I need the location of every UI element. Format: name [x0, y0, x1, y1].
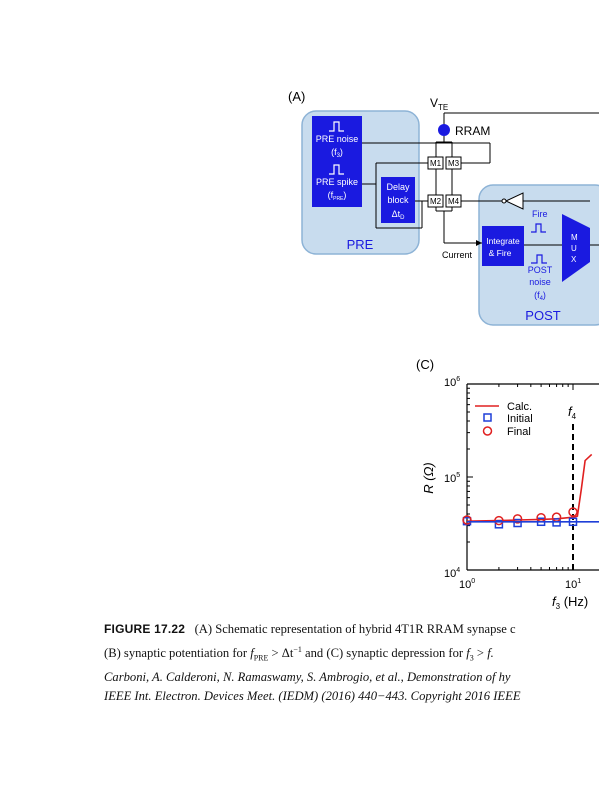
- m3-label: M3: [448, 159, 460, 168]
- rram-element: [438, 124, 450, 136]
- fire-label: Fire: [532, 209, 548, 219]
- caption-text-1: (A) Schematic representation of hybrid 4…: [194, 622, 516, 636]
- pre-spike-freq: (fPRE): [328, 190, 347, 202]
- caption-line-4: IEEE Int. Electron. Devices Meet. (IEDM)…: [104, 689, 521, 704]
- pre-spike-label: PRE spike: [316, 177, 358, 187]
- legend-label-initial: Initial: [507, 413, 533, 425]
- pre-noise-freq: (f3): [331, 147, 343, 159]
- y-axis-label: R (Ω): [421, 462, 436, 494]
- integrate-fire-block: [482, 226, 524, 266]
- data-point-initial: [513, 518, 522, 528]
- fire-pulse-icon: [531, 223, 546, 233]
- inverter-bubble: [501, 198, 507, 204]
- chart-figure: (C) R (Ω) 106 105 104 100 101 f3 (Hz) f4…: [416, 357, 599, 611]
- inverter-icon: [504, 192, 524, 210]
- delay-label-1: Delay: [386, 182, 410, 192]
- post-label: POST: [525, 308, 560, 323]
- delay-block: [381, 177, 415, 223]
- y-tick-label: 104: [444, 567, 460, 580]
- post-noise-pulse-icon: [531, 254, 547, 264]
- data-point-final: [551, 512, 562, 522]
- pre-noise-label: PRE noise: [316, 134, 359, 144]
- delay-label-2: block: [387, 195, 409, 205]
- current-label: Current: [442, 250, 473, 260]
- mux-letter-m: M: [571, 233, 578, 242]
- caption-figure-label: FIGURE 17.22: [104, 622, 186, 636]
- data-point-final: [462, 515, 472, 525]
- pulse-icon: [329, 121, 344, 132]
- y-tick-label: 106: [444, 376, 460, 389]
- x-tick-label: 101: [565, 578, 581, 591]
- data-point-final: [568, 507, 578, 517]
- figure-caption: FIGURE 17.22 (A) Schematic representatio…: [104, 620, 599, 707]
- chart-panel-label: (C): [416, 357, 434, 372]
- integrate-fire-label-2: & Fire: [489, 248, 512, 258]
- m1-label: M1: [430, 159, 442, 168]
- delay-label-3: ΔtD: [392, 209, 406, 221]
- legend-swatch-final: [482, 426, 493, 436]
- x-axis-label: f3 (Hz): [552, 594, 588, 611]
- transistor-network: [362, 136, 599, 246]
- vline-label: f4: [568, 404, 577, 421]
- current-arrow: [476, 240, 482, 246]
- series-line-calc: [466, 453, 593, 522]
- caption-line-3: Carboni, A. Calderoni, N. Ramaswamy, S. …: [104, 669, 511, 684]
- legend-swatch-initial: [483, 413, 492, 422]
- post-noise-freq: (f4): [534, 290, 546, 302]
- pre-noise-block: [312, 116, 362, 162]
- pulse-icon: [329, 164, 344, 175]
- post-noise-label-2: noise: [529, 277, 551, 287]
- legend-label-calc: Calc.: [507, 401, 532, 413]
- mux-block: [562, 214, 590, 282]
- vte-label: VTE: [430, 96, 448, 112]
- x-tick-label: 100: [459, 578, 475, 591]
- mux-letter-x: X: [571, 255, 577, 264]
- m2-label: M2: [430, 197, 442, 206]
- pre-spike-block: [312, 160, 362, 207]
- schematic-figure: (A) VTE RRAM PRE noise (f3) PRE spike (f…: [288, 89, 599, 326]
- data-point-final: [512, 514, 523, 524]
- pre-label: PRE: [347, 237, 374, 252]
- rram-label: RRAM: [455, 124, 490, 138]
- post-noise-label-1: POST: [528, 265, 553, 275]
- mux-letter-u: U: [571, 244, 577, 253]
- caption-line-1: FIGURE 17.22 (A) Schematic representatio…: [104, 620, 599, 640]
- integrate-fire-label-1: Integrate: [486, 236, 520, 246]
- legend-label-final: Final: [507, 426, 531, 438]
- data-point-final: [494, 515, 504, 526]
- data-point-initial: [494, 520, 504, 529]
- y-tick-label: 105: [444, 472, 460, 485]
- caption-line-2: (B) synaptic potentiation for fPRE > Δt−…: [104, 644, 494, 663]
- chart-legend: Calc. Initial Final: [475, 401, 533, 438]
- schematic-panel-label: (A): [288, 89, 305, 104]
- m4-label: M4: [448, 197, 460, 206]
